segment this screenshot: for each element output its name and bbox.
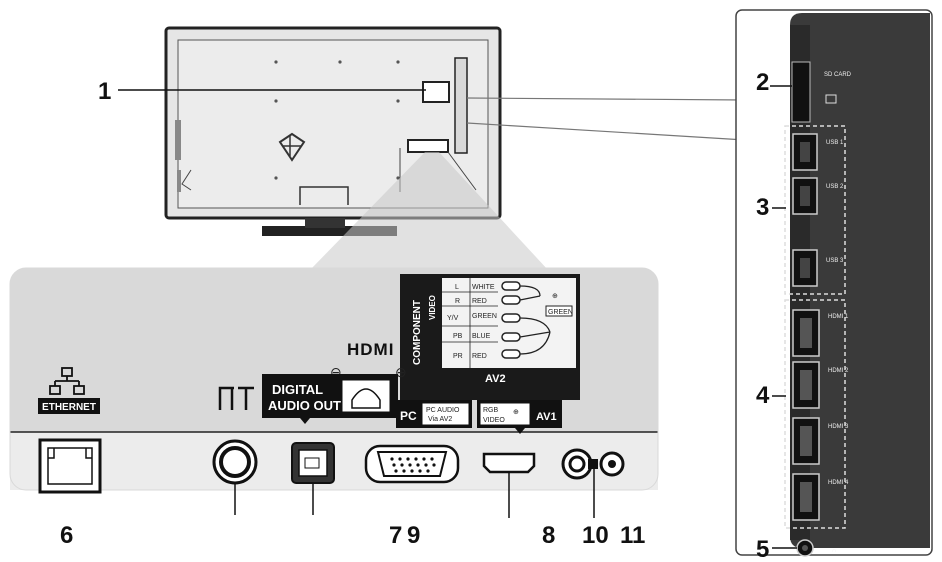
callout-6: 6 xyxy=(60,522,73,549)
svg-text:Y/V: Y/V xyxy=(447,315,459,322)
svg-text:AV2: AV2 xyxy=(485,373,506,385)
callout-1: 1 xyxy=(98,78,111,105)
hdmi-logo: HDMI xyxy=(347,340,394,359)
svg-text:PR: PR xyxy=(453,353,463,360)
headphone-jack: ∩ xyxy=(796,539,836,557)
svg-text:RED: RED xyxy=(472,353,487,360)
svg-text:VIDEO: VIDEO xyxy=(483,417,505,424)
pc-label: PC PC AUDIO Via AV2 xyxy=(396,400,472,428)
av1-label: RGB VIDEO ⊕ AV1 xyxy=(477,400,562,434)
callout-9: 9 xyxy=(407,522,420,549)
svg-text:ETHERNET: ETHERNET xyxy=(42,402,96,413)
ethernet-label: ETHERNET xyxy=(38,367,100,414)
hdmi-port-1: HDMI 1 xyxy=(792,309,849,357)
svg-text:BLUE: BLUE xyxy=(472,333,491,340)
svg-text:DIGITAL: DIGITAL xyxy=(272,382,323,397)
svg-text:RGB: RGB xyxy=(483,407,499,414)
tv-stand xyxy=(262,226,397,236)
svg-text:WHITE: WHITE xyxy=(472,284,495,291)
hdmi-group-outline xyxy=(784,299,846,529)
hdmi-port-4: HDMI 4 xyxy=(792,473,849,521)
svg-text:GREEN: GREEN xyxy=(548,309,573,316)
side-terminal-panel: SD CARD USB 1 USB 2 USB 3 HDMI 1 xyxy=(735,9,933,557)
hdmi-port-2: HDMI 2 xyxy=(792,361,849,409)
side-terminal-marker xyxy=(422,81,450,103)
svg-text:USB 1: USB 1 xyxy=(826,140,844,146)
av2-component-block: COMPONENT VIDEO L WHITE R RED Y/V GREEN … xyxy=(400,274,580,400)
zoom-cone xyxy=(310,152,548,270)
input-symbol-icon: ⊕ xyxy=(395,364,407,380)
callout-2: 2 xyxy=(756,69,769,96)
svg-text:⊕: ⊕ xyxy=(513,409,519,416)
headphone-icon: ∩ xyxy=(832,548,836,554)
usb-port-1: USB 1 xyxy=(792,133,844,171)
callout-3: 3 xyxy=(756,194,769,221)
svg-text:⊕: ⊕ xyxy=(552,293,558,300)
ethernet-port xyxy=(38,438,102,494)
usb-group-outline xyxy=(784,125,846,295)
antenna-icon xyxy=(218,386,234,410)
svg-text:HDMI 4: HDMI 4 xyxy=(828,480,849,486)
pc-vga-port xyxy=(364,444,460,484)
svg-text:PB: PB xyxy=(453,333,463,340)
svg-text:VIDEO: VIDEO xyxy=(428,295,437,320)
svg-text:HDMI 1: HDMI 1 xyxy=(828,314,849,320)
svg-text:COMPONENT: COMPONENT xyxy=(412,300,423,365)
rear-terminal-marker xyxy=(407,139,449,153)
svg-text:HDMI 2: HDMI 2 xyxy=(828,368,849,374)
antenna-port xyxy=(212,439,258,515)
output-symbol-icon: ⊖ xyxy=(330,364,342,380)
hdmi-port xyxy=(482,452,536,518)
callout-7: 7 xyxy=(389,522,402,549)
hdmi-port-3: HDMI 3 xyxy=(792,417,849,465)
svg-text:AUDIO OUT: AUDIO OUT xyxy=(268,398,341,413)
network-icon xyxy=(49,367,85,395)
svg-text:USB 2: USB 2 xyxy=(826,184,844,190)
callout-8: 8 xyxy=(542,522,555,549)
svg-text:AV1: AV1 xyxy=(536,411,557,423)
sd-card-slot: SD CARD xyxy=(791,61,852,123)
svg-text:Via AV2: Via AV2 xyxy=(428,416,452,423)
callout-10: 10 xyxy=(582,522,609,549)
svg-text:SD CARD: SD CARD xyxy=(824,72,852,78)
svg-text:L: L xyxy=(455,284,459,291)
usb-port-2: USB 2 xyxy=(792,177,844,215)
svg-text:PC: PC xyxy=(400,409,417,423)
svg-text:USB 3: USB 3 xyxy=(826,258,844,264)
digital-audio-out-label: DIGITAL AUDIO OUT xyxy=(262,374,398,418)
tv-rear-view xyxy=(164,26,502,236)
av1-rca-ports xyxy=(561,448,625,518)
svg-text:HDMI 3: HDMI 3 xyxy=(828,424,849,430)
callout-11: 11 xyxy=(620,522,645,549)
svg-text:R: R xyxy=(455,298,460,305)
usb-port-3: USB 3 xyxy=(792,249,844,287)
callout-5: 5 xyxy=(756,536,769,562)
svg-text:RED: RED xyxy=(472,298,487,305)
optical-audio-port xyxy=(291,442,335,515)
svg-text:PC AUDIO: PC AUDIO xyxy=(426,407,460,414)
callout-4: 4 xyxy=(756,382,770,409)
